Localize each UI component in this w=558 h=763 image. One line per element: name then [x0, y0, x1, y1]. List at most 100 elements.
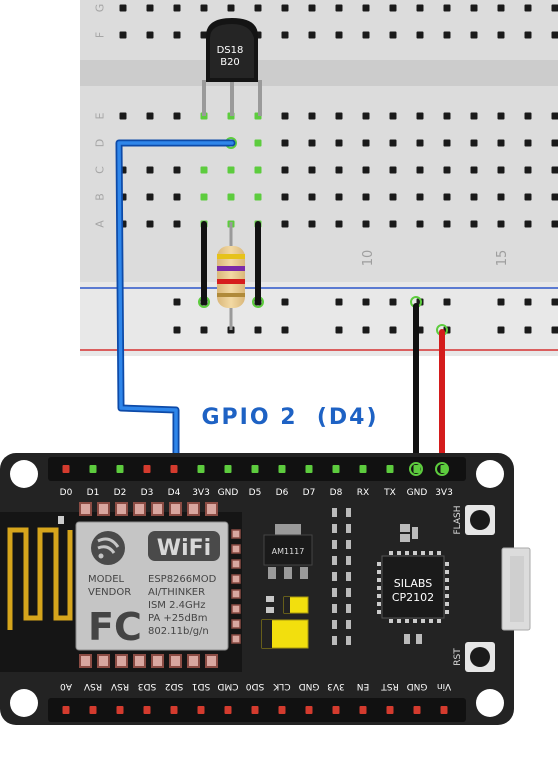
breadboard-hole[interactable] [308, 139, 316, 147]
rail-hole[interactable] [389, 298, 397, 306]
breadboard-hole[interactable] [524, 166, 532, 174]
breadboard-hole[interactable] [497, 166, 505, 174]
breadboard-hole[interactable] [281, 31, 289, 39]
breadboard-hole[interactable] [497, 112, 505, 120]
breadboard-hole[interactable] [281, 166, 289, 174]
breadboard-hole[interactable] [416, 4, 424, 12]
rail-hole[interactable] [362, 298, 370, 306]
rail-hole[interactable] [335, 298, 343, 306]
rail-hole[interactable] [254, 326, 262, 334]
breadboard-hole[interactable] [362, 112, 370, 120]
rail-hole[interactable] [443, 298, 451, 306]
breadboard-hole[interactable] [308, 166, 316, 174]
breadboard-hole[interactable] [335, 166, 343, 174]
top-pin[interactable] [413, 465, 421, 473]
breadboard-hole[interactable] [551, 193, 558, 201]
breadboard-hole[interactable] [119, 4, 127, 12]
top-pin[interactable] [305, 465, 313, 473]
breadboard-hole[interactable] [443, 193, 451, 201]
bottom-pin[interactable] [413, 706, 421, 714]
rail-hole[interactable] [524, 326, 532, 334]
top-pin[interactable] [332, 465, 340, 473]
top-pin[interactable] [116, 465, 124, 473]
breadboard-hole[interactable] [173, 193, 181, 201]
breadboard-hole[interactable] [524, 193, 532, 201]
breadboard-hole[interactable] [470, 4, 478, 12]
breadboard-hole[interactable] [281, 4, 289, 12]
breadboard-hole[interactable] [227, 166, 235, 174]
breadboard-hole[interactable] [470, 166, 478, 174]
breadboard-hole[interactable] [524, 4, 532, 12]
breadboard-hole[interactable] [335, 112, 343, 120]
breadboard-hole[interactable] [146, 220, 154, 228]
breadboard-hole[interactable] [308, 4, 316, 12]
bottom-pin[interactable] [278, 706, 286, 714]
bottom-pin[interactable] [143, 706, 151, 714]
top-pin[interactable] [386, 465, 394, 473]
breadboard-hole[interactable] [146, 166, 154, 174]
breadboard-hole[interactable] [443, 4, 451, 12]
breadboard-hole[interactable] [443, 139, 451, 147]
breadboard-hole[interactable] [497, 220, 505, 228]
rail-hole[interactable] [362, 326, 370, 334]
breadboard-hole[interactable] [551, 4, 558, 12]
top-pin[interactable] [170, 465, 178, 473]
breadboard-hole[interactable] [281, 139, 289, 147]
breadboard-hole[interactable] [335, 193, 343, 201]
breadboard-hole[interactable] [335, 220, 343, 228]
breadboard-hole[interactable] [254, 166, 262, 174]
breadboard-hole[interactable] [443, 220, 451, 228]
breadboard-hole[interactable] [308, 112, 316, 120]
top-pin[interactable] [143, 465, 151, 473]
breadboard-hole[interactable] [524, 31, 532, 39]
bottom-pin[interactable] [386, 706, 394, 714]
rail-hole[interactable] [335, 326, 343, 334]
breadboard-hole[interactable] [443, 112, 451, 120]
breadboard-hole[interactable] [416, 31, 424, 39]
breadboard-hole[interactable] [389, 4, 397, 12]
top-pin[interactable] [251, 465, 259, 473]
bottom-pin[interactable] [440, 706, 448, 714]
breadboard-hole[interactable] [551, 112, 558, 120]
breadboard-hole[interactable] [362, 166, 370, 174]
breadboard-hole[interactable] [551, 31, 558, 39]
breadboard-hole[interactable] [470, 31, 478, 39]
breadboard-hole[interactable] [200, 4, 208, 12]
breadboard-hole[interactable] [497, 193, 505, 201]
breadboard-hole[interactable] [146, 112, 154, 120]
breadboard-hole[interactable] [173, 4, 181, 12]
breadboard-hole[interactable] [470, 220, 478, 228]
breadboard-hole[interactable] [227, 193, 235, 201]
breadboard-hole[interactable] [335, 139, 343, 147]
bottom-pin[interactable] [116, 706, 124, 714]
top-pin[interactable] [224, 465, 232, 473]
top-pin[interactable] [62, 465, 70, 473]
breadboard-hole[interactable] [335, 4, 343, 12]
breadboard-hole[interactable] [443, 31, 451, 39]
breadboard-hole[interactable] [281, 112, 289, 120]
breadboard-hole[interactable] [551, 220, 558, 228]
breadboard-hole[interactable] [416, 112, 424, 120]
rail-hole[interactable] [389, 326, 397, 334]
bottom-pin[interactable] [305, 706, 313, 714]
breadboard-hole[interactable] [524, 220, 532, 228]
top-pin[interactable] [89, 465, 97, 473]
bottom-pin[interactable] [197, 706, 205, 714]
bottom-pin[interactable] [89, 706, 97, 714]
breadboard-hole[interactable] [200, 31, 208, 39]
breadboard-hole[interactable] [173, 31, 181, 39]
breadboard-hole[interactable] [119, 31, 127, 39]
breadboard-hole[interactable] [497, 31, 505, 39]
breadboard-hole[interactable] [254, 193, 262, 201]
breadboard-hole[interactable] [281, 220, 289, 228]
breadboard-hole[interactable] [227, 4, 235, 12]
top-pin[interactable] [197, 465, 205, 473]
bottom-pin[interactable] [62, 706, 70, 714]
breadboard-hole[interactable] [173, 166, 181, 174]
breadboard-hole[interactable] [551, 166, 558, 174]
breadboard-hole[interactable] [470, 112, 478, 120]
breadboard-hole[interactable] [416, 166, 424, 174]
breadboard-hole[interactable] [389, 220, 397, 228]
top-pin[interactable] [278, 465, 286, 473]
breadboard-hole[interactable] [308, 31, 316, 39]
